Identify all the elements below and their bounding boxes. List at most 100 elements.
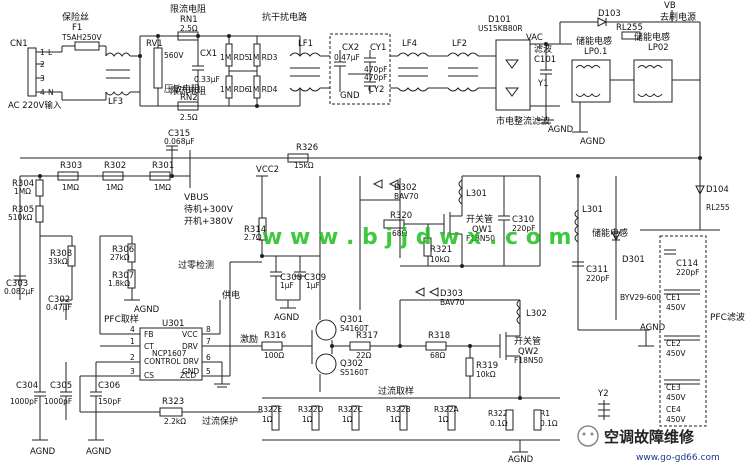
label-cy1: CY1 [370, 43, 386, 53]
label-power-on: 开机+380V [184, 215, 234, 227]
brand-name: 空调故障维修 [604, 428, 695, 446]
lf2-choke [447, 52, 479, 92]
label-c305-value: 1000pF [44, 397, 72, 406]
label-agnd-right: AGND [640, 323, 666, 333]
label-pin-drv: DRV [182, 342, 199, 351]
label-supply: 供电 [222, 289, 240, 301]
label-pin-ct: CT [144, 342, 154, 351]
label-vac: VAC [526, 33, 543, 43]
label-d101: D101 [488, 15, 511, 25]
label-f1: F1 [72, 23, 82, 33]
label-rd4: 1M RD4 [248, 85, 278, 94]
r322-resistor [505, 409, 514, 431]
label-to-defrost: 去刷电源 [660, 11, 696, 23]
label-pin-4: 4 [40, 88, 45, 97]
r304-resistor [35, 179, 44, 197]
label-lp01: LP0.1 [584, 47, 607, 57]
label-vbus: VBUS [184, 193, 209, 203]
label-ce4: CE4 [666, 405, 681, 414]
label-pin-num-6: 6 [206, 353, 211, 362]
label-rn1: RN1 [180, 15, 198, 25]
brand-badge: 空调故障维修 www.go-gd66.com [577, 425, 720, 463]
label-r302: R302 [104, 161, 126, 171]
label-agnd-bottom: AGND [508, 455, 534, 465]
label-qw2-value: F18N50 [514, 356, 543, 365]
label-rl255-top: RL255 [616, 23, 643, 33]
label-rn2-value: 2.5Ω [180, 113, 198, 122]
label-d101-value: US15KB80R [478, 24, 523, 33]
label-r308-value: 33kΩ [48, 257, 68, 266]
label-agnd-lp: AGND [580, 137, 606, 147]
lf3-choke [105, 52, 131, 96]
r326-resistor [287, 153, 309, 163]
label-r322c: R322C [338, 405, 363, 414]
label-c315-value: 0.068μF [164, 137, 195, 146]
label-lp02: LP02 [648, 43, 669, 53]
label-ce4-value: 450V [666, 415, 686, 424]
label-rv1: RV1 [146, 39, 163, 49]
watermark-text: w w w . b j j d w x . c o m [262, 225, 571, 250]
label-cy1-value: 470pF [364, 65, 387, 74]
label-r301: R301 [152, 161, 174, 171]
label-ce3-value: 450V [666, 393, 686, 402]
label-chip-sub: CONTROL DRV [144, 357, 200, 366]
label-r326-value: 15kΩ [294, 161, 314, 170]
label-rv1-value: 560V [164, 51, 184, 60]
label-pin-fb: FB [144, 330, 153, 339]
label-r314-value: 2.7Ω [244, 233, 262, 242]
label-r301-value: 1MΩ [154, 183, 171, 192]
label-r322: R322 [488, 409, 508, 418]
label-l301: L301 [466, 189, 487, 199]
brand-url: www.go-gd66.com [636, 453, 720, 463]
label-d303: D303 [440, 289, 463, 299]
label-c304-value: 1000pF [10, 397, 38, 406]
label-r303: R303 [60, 161, 82, 171]
label-r317: R317 [356, 331, 378, 341]
r322a-resistor [447, 405, 456, 431]
label-rd3: 1M RD3 [248, 53, 278, 62]
label-r320: R320 [390, 211, 412, 221]
pfc-wiring [14, 34, 720, 453]
label-c310-value: 220pF [512, 224, 535, 233]
label-qw1-title: 开关管 [466, 213, 493, 225]
label-pin-num-8: 8 [206, 325, 211, 334]
label-ce2-value: 450V [666, 349, 686, 358]
label-rn1-title: 限流电阻 [170, 3, 206, 15]
label-c101: C101 [534, 55, 556, 65]
label-c303-value: 0.082μF [4, 287, 35, 296]
label-r317-value: 22Ω [356, 351, 372, 360]
r322b-resistor [399, 405, 408, 431]
label-agnd-c306: AGND [86, 447, 112, 457]
label-qw2: QW2 [518, 347, 539, 357]
label-l301-b: L301 [582, 205, 603, 215]
label-r316: R316 [264, 331, 286, 341]
label-lf2: LF2 [452, 39, 467, 49]
label-c309: C309 [304, 273, 326, 283]
label-c305: C305 [50, 381, 72, 391]
label-r318: R318 [428, 331, 450, 341]
label-r321: R321 [430, 245, 452, 255]
label-d302: D302 [394, 183, 417, 193]
label-l302: L302 [526, 309, 547, 319]
label-chip-name: NCP1607 [152, 349, 187, 358]
label-d103: D103 [598, 9, 621, 19]
label-c302-value: 0.47μF [46, 303, 72, 312]
label-r322b: R322B [386, 405, 411, 414]
rv1-varistor [153, 47, 163, 89]
label-rn2-title: 限流电阻 [170, 85, 206, 97]
label-c306: C306 [98, 381, 120, 391]
component-labels: CN1 1 2 3 4 L N AC 220V输入 保险丝 F1 T5AH250… [4, 1, 745, 465]
r305-resistor [35, 205, 44, 223]
label-pin-cs: CS [144, 371, 154, 380]
label-r319-value: 10kΩ [476, 370, 496, 379]
label-c311: C311 [586, 265, 608, 275]
label-qw1: QW1 [472, 225, 493, 235]
label-ac-input: AC 220V输入 [8, 100, 62, 111]
ce-capacitor-bank [659, 235, 707, 427]
label-emi-title: 抗干扰电路 [262, 11, 307, 23]
label-r304: R304 [12, 179, 34, 189]
label-pin-vcc: VCC [182, 330, 198, 339]
label-fuse-title: 保险丝 [62, 11, 89, 23]
label-pin-num-5: 5 [206, 367, 211, 376]
